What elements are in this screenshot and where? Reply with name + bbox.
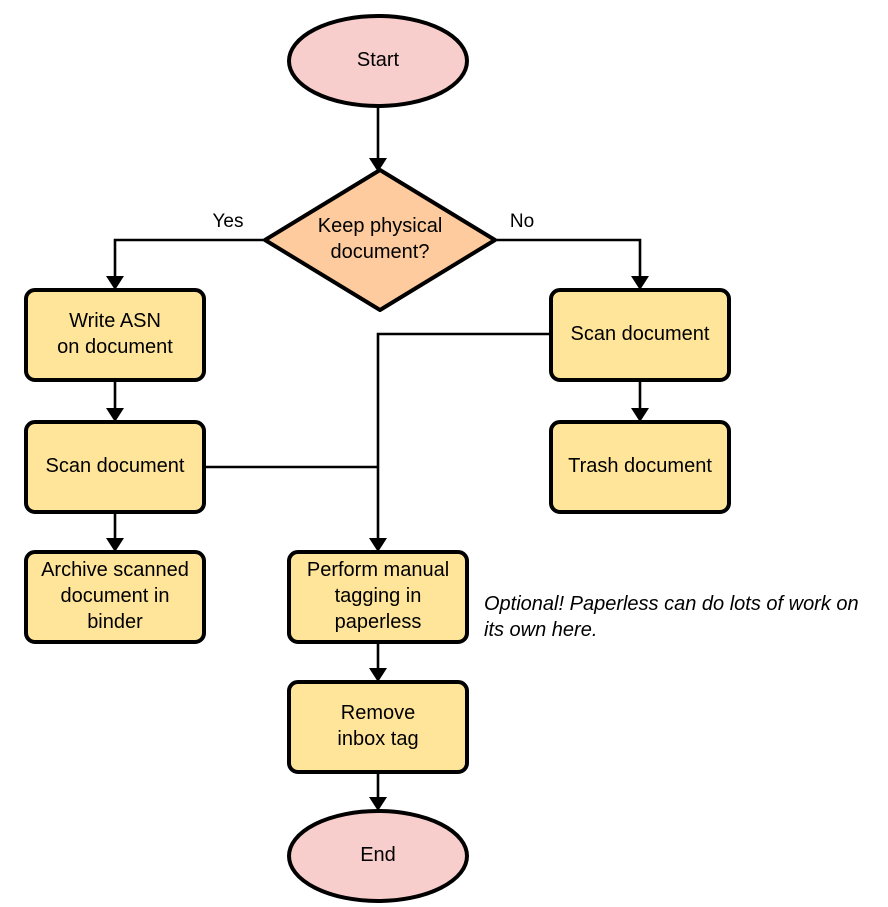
process-shape[interactable] — [24, 288, 206, 382]
edges-layer: Yes No — [106, 106, 649, 811]
edge-decision-yes: Yes — [106, 211, 265, 290]
annotation-optional-note: Optional! Paperless can do lots of work … — [484, 593, 859, 641]
label-line: Keep physical — [318, 215, 443, 237]
node-label-text: Perform manual tagging in paperless — [307, 559, 449, 633]
edge-label-decision-no: No — [510, 211, 534, 232]
edge-path — [113, 238, 265, 286]
decision-shape[interactable] — [263, 168, 497, 312]
node-label-text: Start — [357, 49, 400, 71]
arrowhead-icon — [369, 797, 387, 811]
label-line: document? — [331, 241, 430, 263]
node-start[interactable]: Start — [287, 14, 469, 108]
arrowhead-icon — [631, 408, 649, 422]
label-line: tagging in — [335, 585, 422, 607]
node-end[interactable]: End — [287, 809, 469, 903]
label-line: document in — [61, 585, 170, 607]
annotations-layer: Optional! Paperless can do lots of work … — [484, 593, 859, 641]
edge-scan-right-to-tagging — [369, 332, 551, 552]
node-label-text: Archive scanned document in binder — [41, 559, 189, 633]
node-keep-physical[interactable]: Keep physical document? — [263, 168, 497, 312]
annotation-line: its own here. — [484, 619, 597, 641]
terminator-shape[interactable] — [287, 14, 469, 108]
arrowhead-icon — [106, 538, 124, 552]
arrowhead-icon — [106, 276, 124, 290]
node-label-text: Write ASN on document — [57, 310, 173, 358]
node-trash-document[interactable]: Trash document — [549, 420, 731, 514]
edge-label-decision-yes: Yes — [213, 211, 244, 232]
process-shape[interactable] — [24, 550, 206, 644]
arrowhead-icon — [369, 538, 387, 552]
node-scan-document-left[interactable]: Scan document — [24, 420, 206, 514]
node-label-text: Scan document — [46, 455, 185, 477]
label-line: Trash document — [568, 455, 712, 477]
arrowhead-icon — [631, 276, 649, 290]
node-manual-tagging[interactable]: Perform manual tagging in paperless — [287, 550, 469, 644]
edge-path — [495, 238, 642, 286]
arrowhead-icon — [369, 668, 387, 682]
node-label-text: Keep physical document? — [318, 215, 443, 263]
edge-write-asn-to-scan-left — [106, 380, 124, 422]
node-write-asn[interactable]: Write ASN on document — [24, 288, 206, 382]
process-shape[interactable] — [287, 550, 469, 644]
edge-start-to-decision — [369, 106, 387, 172]
process-shape[interactable] — [549, 288, 731, 382]
edge-path — [376, 332, 551, 548]
label-line: binder — [87, 611, 143, 633]
node-label-text: Trash document — [568, 455, 712, 477]
label-line: Remove — [341, 702, 415, 724]
node-label-text: Remove inbox tag — [337, 702, 418, 750]
edge-tagging-to-remove-inbox — [369, 642, 387, 682]
label-line: Perform manual — [307, 559, 449, 581]
annotation-text: Optional! Paperless can do lots of work … — [484, 593, 859, 641]
label-line: Start — [357, 49, 400, 71]
process-shape[interactable] — [549, 420, 731, 514]
process-shape[interactable] — [287, 680, 469, 774]
node-label-text: Scan document — [571, 323, 710, 345]
edge-scan-left-to-archive — [106, 512, 124, 552]
label-line: Scan document — [571, 323, 710, 345]
label-line: on document — [57, 336, 173, 358]
edge-scan-right-to-trash — [631, 380, 649, 422]
edge-decision-no: No — [495, 211, 649, 290]
arrowhead-icon — [369, 158, 387, 172]
node-scan-document-right[interactable]: Scan document — [549, 288, 731, 382]
annotation-line: Optional! Paperless can do lots of work … — [484, 593, 859, 615]
label-line: Write ASN — [69, 310, 161, 332]
label-line: paperless — [335, 611, 422, 633]
edge-remove-inbox-to-end — [369, 772, 387, 811]
label-line: Scan document — [46, 455, 185, 477]
label-line: inbox tag — [337, 728, 418, 750]
node-label-text: End — [360, 844, 396, 866]
arrowhead-icon — [106, 408, 124, 422]
terminator-shape[interactable] — [287, 809, 469, 903]
process-shape[interactable] — [24, 420, 206, 514]
node-archive-binder[interactable]: Archive scanned document in binder — [24, 550, 206, 644]
node-remove-inbox-tag[interactable]: Remove inbox tag — [287, 680, 469, 774]
label-line: End — [360, 844, 396, 866]
label-line: Archive scanned — [41, 559, 189, 581]
